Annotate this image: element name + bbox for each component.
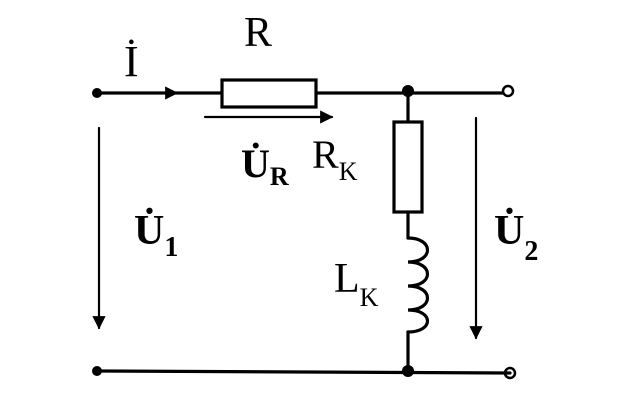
label-lk: LK	[334, 256, 379, 312]
label-u2: U̇2	[494, 207, 538, 267]
label-u1-sub: 1	[164, 232, 178, 263]
label-rk-main: R	[312, 132, 339, 177]
label-lk-main: L	[334, 256, 360, 302]
label-ur-sub: R	[270, 162, 289, 191]
label-lk-sub: K	[360, 283, 379, 312]
resistor-r	[220, 78, 318, 109]
resistor-rk	[392, 120, 424, 214]
terminal-top-left	[92, 88, 102, 98]
label-u2-sub: 2	[524, 236, 538, 267]
bottom-wire	[95, 369, 512, 375]
label-current: İ	[124, 37, 139, 86]
label-u1-main: U̇	[134, 207, 164, 254]
label-u1: U̇1	[134, 207, 178, 263]
label-u2-main: U̇	[494, 207, 524, 254]
label-ur-main: U̇	[241, 141, 270, 186]
label-resistor-r: R	[244, 10, 272, 56]
label-rk: RK	[312, 132, 358, 186]
label-rk-sub: K	[339, 157, 358, 186]
label-ur: U̇R	[241, 141, 289, 191]
inductor-lk	[406, 236, 429, 334]
terminal-top-right	[501, 84, 515, 98]
